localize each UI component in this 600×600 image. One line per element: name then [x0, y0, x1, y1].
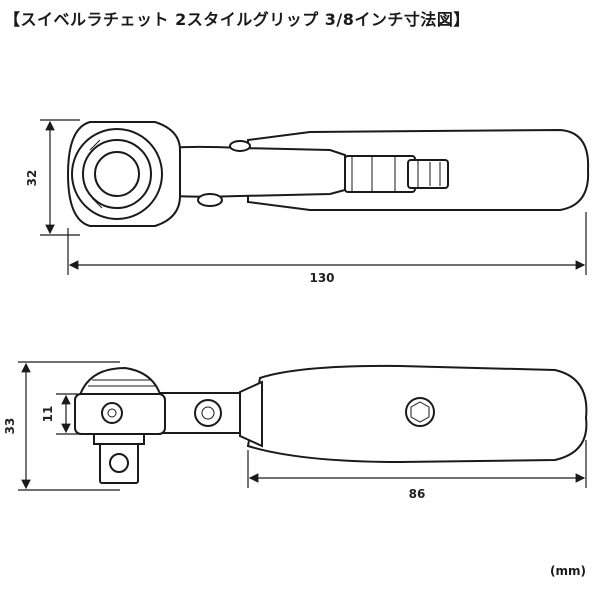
top-view-length-dimension: 130 [67, 212, 587, 285]
top-view-height-dimension: 32 [25, 119, 80, 236]
side-view-height-dimension: 33 [3, 361, 120, 491]
side-height-label: 33 [3, 418, 17, 435]
top-height-label: 32 [25, 170, 39, 187]
side-view-grip-dimension: 86 [247, 440, 587, 501]
top-view-ratchet [66, 121, 590, 227]
side-head-label: 11 [41, 406, 55, 423]
unit-label: (mm) [550, 564, 586, 578]
side-view-ratchet [74, 364, 588, 484]
top-length-label: 130 [309, 271, 334, 285]
side-grip-label: 86 [409, 487, 426, 501]
side-view-head-dimension: 11 [41, 393, 78, 435]
diagram-title: 【スイベルラチェット 2スタイルグリップ 3/8インチ寸法図】 [4, 10, 470, 29]
